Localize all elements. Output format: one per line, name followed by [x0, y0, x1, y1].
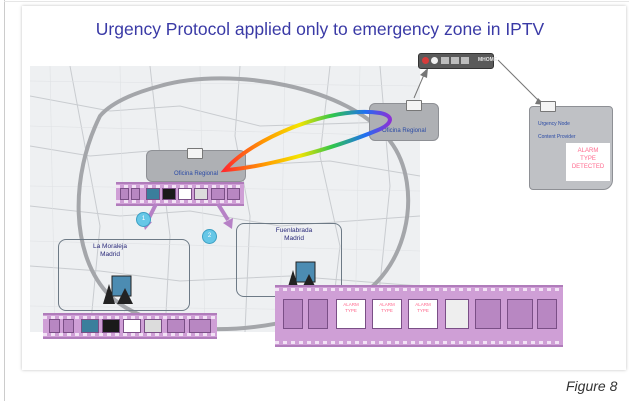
router-label: MHOME: [478, 57, 498, 63]
channel-thumb: [194, 188, 208, 200]
router-icon: MHOME: [418, 53, 498, 69]
server-icon: [540, 101, 556, 112]
frame-top-rule: [4, 1, 629, 2]
channel-thumb: [144, 319, 162, 333]
channel-thumb: [49, 319, 60, 333]
channel-thumb: [283, 299, 303, 329]
la-moraleja-label: La Moraleja Madrid: [93, 243, 127, 258]
film-holes: [43, 316, 217, 319]
urgency-node-label: Urgency Node: [538, 121, 570, 127]
tower-icon: [103, 275, 133, 304]
port-white: [431, 57, 438, 64]
bay: [451, 57, 459, 64]
film-holes: [275, 288, 563, 291]
bay: [441, 57, 449, 64]
channel-thumb: [178, 188, 192, 200]
port-red: [422, 57, 429, 64]
oficina-regional-right: Oficina Regional: [369, 100, 439, 141]
channel-thumb: [211, 188, 225, 200]
oficina-left-label: Oficina Regional: [173, 171, 219, 177]
fuenlabrada-label: Fuenlabrada Madrid: [275, 227, 313, 242]
frame-left-rule: [4, 0, 5, 401]
channel-thumb: [507, 299, 533, 329]
zone-la-moraleja: [58, 239, 190, 311]
alarm-detected-label: ALARM TYPE DETECTED: [566, 143, 610, 181]
channel-thumb: [81, 319, 99, 333]
channel-thumb: [227, 188, 240, 200]
urgency-node: Urgency Node Content Provider ALARM TYPE…: [529, 101, 613, 190]
slide-title: Urgency Protocol applied only to emergen…: [95, 19, 545, 39]
channel-thumb: [102, 319, 120, 333]
film-holes: [275, 341, 563, 344]
channel-thumb: [131, 188, 140, 200]
channel-thumb: [63, 319, 74, 333]
marker-2: 2: [202, 229, 217, 244]
channel-strip-top: [116, 182, 244, 206]
channel-thumb: [167, 319, 185, 333]
channel-thumb: [123, 319, 141, 333]
channel-thumb: [475, 299, 501, 329]
oficina-right-label: Oficina Regional: [381, 128, 427, 134]
marker-1: 1: [136, 212, 151, 227]
film-holes: [116, 200, 244, 203]
channel-thumb: [146, 188, 160, 200]
server-icon: [187, 148, 203, 159]
film-holes: [116, 185, 244, 188]
alarm-cell-2: ALARM TYPE: [372, 299, 402, 329]
channel-strip-alarm: ALARM TYPE ALARM TYPE ALARM TYPE: [275, 285, 563, 347]
channel-thumb: [445, 299, 469, 329]
channel-thumb: [120, 188, 129, 200]
channel-thumb: [308, 299, 328, 329]
alarm-cell-3: ALARM TYPE: [408, 299, 438, 329]
alarm-cell-1: ALARM TYPE: [336, 299, 366, 329]
channel-thumb: [189, 319, 211, 333]
channel-thumb: [162, 188, 176, 200]
film-holes: [43, 333, 217, 336]
bay: [461, 57, 469, 64]
content-provider-label: Content Provider: [538, 134, 576, 140]
server-icon: [406, 100, 422, 111]
channel-thumb: [537, 299, 557, 329]
figure-caption: Figure 8: [566, 378, 618, 394]
channel-strip-left: [43, 313, 217, 339]
